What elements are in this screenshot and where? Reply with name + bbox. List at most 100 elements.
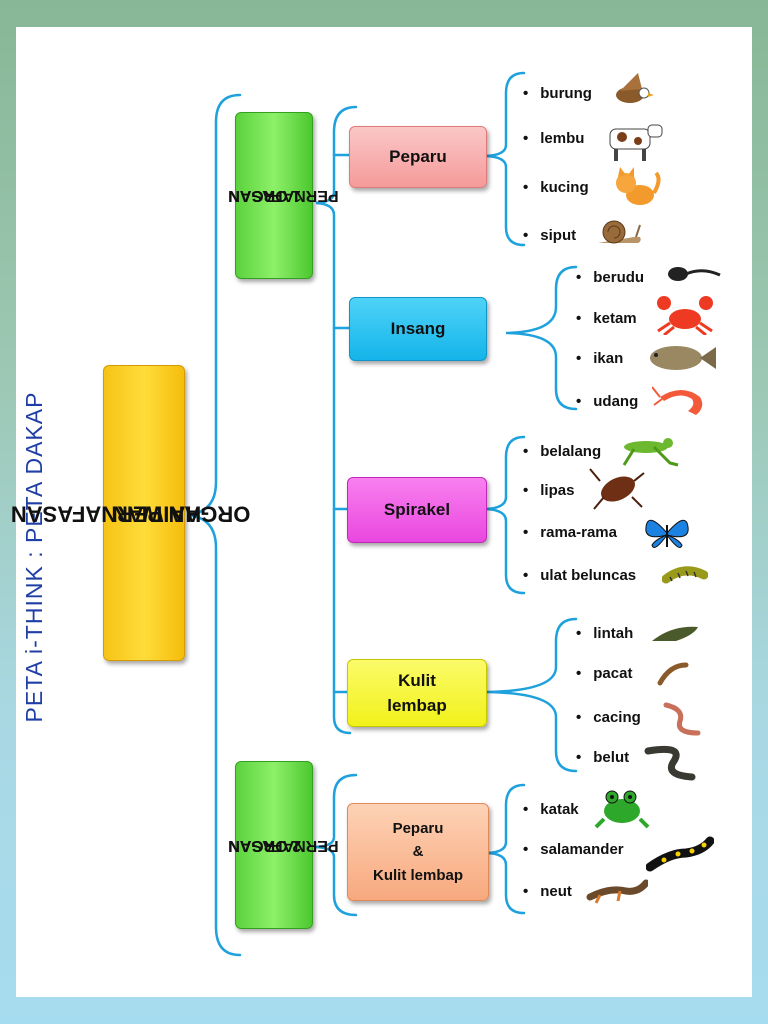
bullet: • (576, 665, 582, 682)
list-item: • lintah (576, 625, 633, 642)
main-brace (187, 93, 242, 957)
bird-icon (616, 73, 654, 103)
bullet: • (576, 350, 582, 367)
bullet: • (523, 801, 529, 818)
shrimp-icon (652, 386, 703, 415)
worm-icon (663, 702, 701, 736)
newt-icon (586, 879, 648, 904)
bullet: • (576, 709, 582, 726)
fish-icon (650, 346, 716, 370)
spirakel-brace (485, 435, 526, 595)
list-item: • berudu (576, 269, 644, 286)
salamander-icon (646, 836, 714, 872)
kulit-brace (485, 617, 578, 773)
category-campur-line2: & (412, 843, 424, 861)
leech-small-icon (657, 662, 689, 686)
bullet: • (523, 227, 529, 244)
category-peparu-label: Peparu (389, 147, 447, 166)
animal-label: berudu (593, 269, 645, 286)
bullet: • (523, 130, 529, 147)
connector-lines (187, 71, 578, 957)
category-kulit-line2: lembap (387, 696, 447, 715)
group1-brace (315, 105, 358, 735)
list-item: • siput (523, 227, 576, 244)
bullet: • (576, 310, 582, 327)
bullet: • (523, 179, 529, 196)
main-topic-line2: HAIWAN (112, 501, 202, 527)
group-1-label: 1 ORGAN PERNAFASAN (228, 140, 339, 250)
category-kulit-line1: Kulit (398, 670, 436, 690)
group-2-label: 2 ORGAN PERNAFASAN (228, 790, 339, 900)
main-topic-box: ORGAN PERNAFASAN HAIWAN (11, 365, 251, 661)
bullet: • (576, 749, 582, 766)
bullet: • (523, 482, 529, 499)
animal-label: pacat (593, 665, 633, 682)
animal-label: salamander (540, 841, 624, 858)
list-item: • salamander (523, 841, 624, 858)
peparu-brace (485, 71, 526, 247)
caterpillar-icon (662, 566, 708, 584)
butterfly-icon (645, 519, 689, 548)
animal-label: udang (593, 393, 639, 410)
animal-label: ulat beluncas (540, 567, 637, 584)
bullet: • (576, 625, 582, 642)
eel-icon (644, 745, 696, 781)
bullet: • (523, 524, 529, 541)
main-topic-label: ORGAN PERNAFASAN HAIWAN (11, 393, 251, 633)
animal-label: siput (540, 227, 577, 244)
animal-label: belut (593, 749, 630, 766)
animal-label: lintah (593, 625, 634, 642)
bullet: • (523, 841, 529, 858)
category-spirakel-label: Spirakel (383, 500, 451, 519)
animal-label: lembu (540, 130, 585, 147)
frog-icon (594, 790, 650, 829)
poster-page: PETA i-THINK : PETA DAKAP (11, 27, 752, 997)
list-item: • udang (576, 393, 638, 410)
animal-label: neut (540, 883, 572, 900)
list-item: • neut (523, 883, 572, 900)
cat-icon (616, 167, 661, 205)
list-item: •belalang (523, 443, 601, 460)
list-item: • kucing (523, 179, 589, 196)
bullet: • (576, 393, 582, 410)
group-1-line2: PERNAFASAN (228, 187, 339, 205)
category-peparu: Peparu (349, 126, 487, 188)
group-2-line2: PERNAFASAN (228, 836, 339, 854)
cockroach-icon (589, 468, 645, 510)
campur-brace (487, 783, 526, 915)
cow-icon (609, 124, 663, 161)
group-box-2: 2 ORGAN PERNAFASAN (228, 761, 339, 929)
list-item: • belut (576, 749, 629, 766)
category-insang-label: Insang (390, 319, 446, 338)
list-item: • ulat beluncas (523, 567, 636, 584)
list-item: •rama-rama (523, 524, 617, 541)
crab-icon (657, 296, 713, 335)
list-item: • katak (523, 801, 579, 818)
group-box-1: 1 ORGAN PERNAFASAN (228, 112, 339, 279)
animal-label: cacing (593, 709, 641, 726)
category-kulit-lembap: Kulit lembap (347, 659, 487, 727)
category-peparu-kulit-lembap: Peparu & Kulit lembap (347, 803, 489, 901)
list-item: • lipas (523, 482, 574, 499)
bullet: • (523, 883, 529, 900)
category-campur-line3: Kulit lembap (372, 866, 463, 884)
snail-icon (598, 220, 641, 244)
category-spirakel: Spirakel (347, 477, 487, 543)
list-item: • burung (523, 85, 592, 102)
animal-label: katak (540, 801, 579, 818)
bullet: • (523, 443, 529, 460)
group2-brace (315, 773, 358, 917)
animal-label: lipas (540, 482, 575, 499)
category-insang: Insang (349, 297, 487, 361)
animal-label: burung (540, 85, 592, 102)
list-item: • pacat (576, 665, 632, 682)
list-item: • lembu (523, 130, 584, 147)
bullet: • (576, 269, 582, 286)
list-item: • ketam (576, 310, 637, 327)
animal-label: ketam (593, 310, 637, 327)
bullet: • (523, 85, 529, 102)
bullet: • (523, 567, 529, 584)
list-item: • cacing (576, 709, 641, 726)
tadpole-icon (668, 267, 721, 281)
animal-label: kucing (540, 179, 589, 196)
